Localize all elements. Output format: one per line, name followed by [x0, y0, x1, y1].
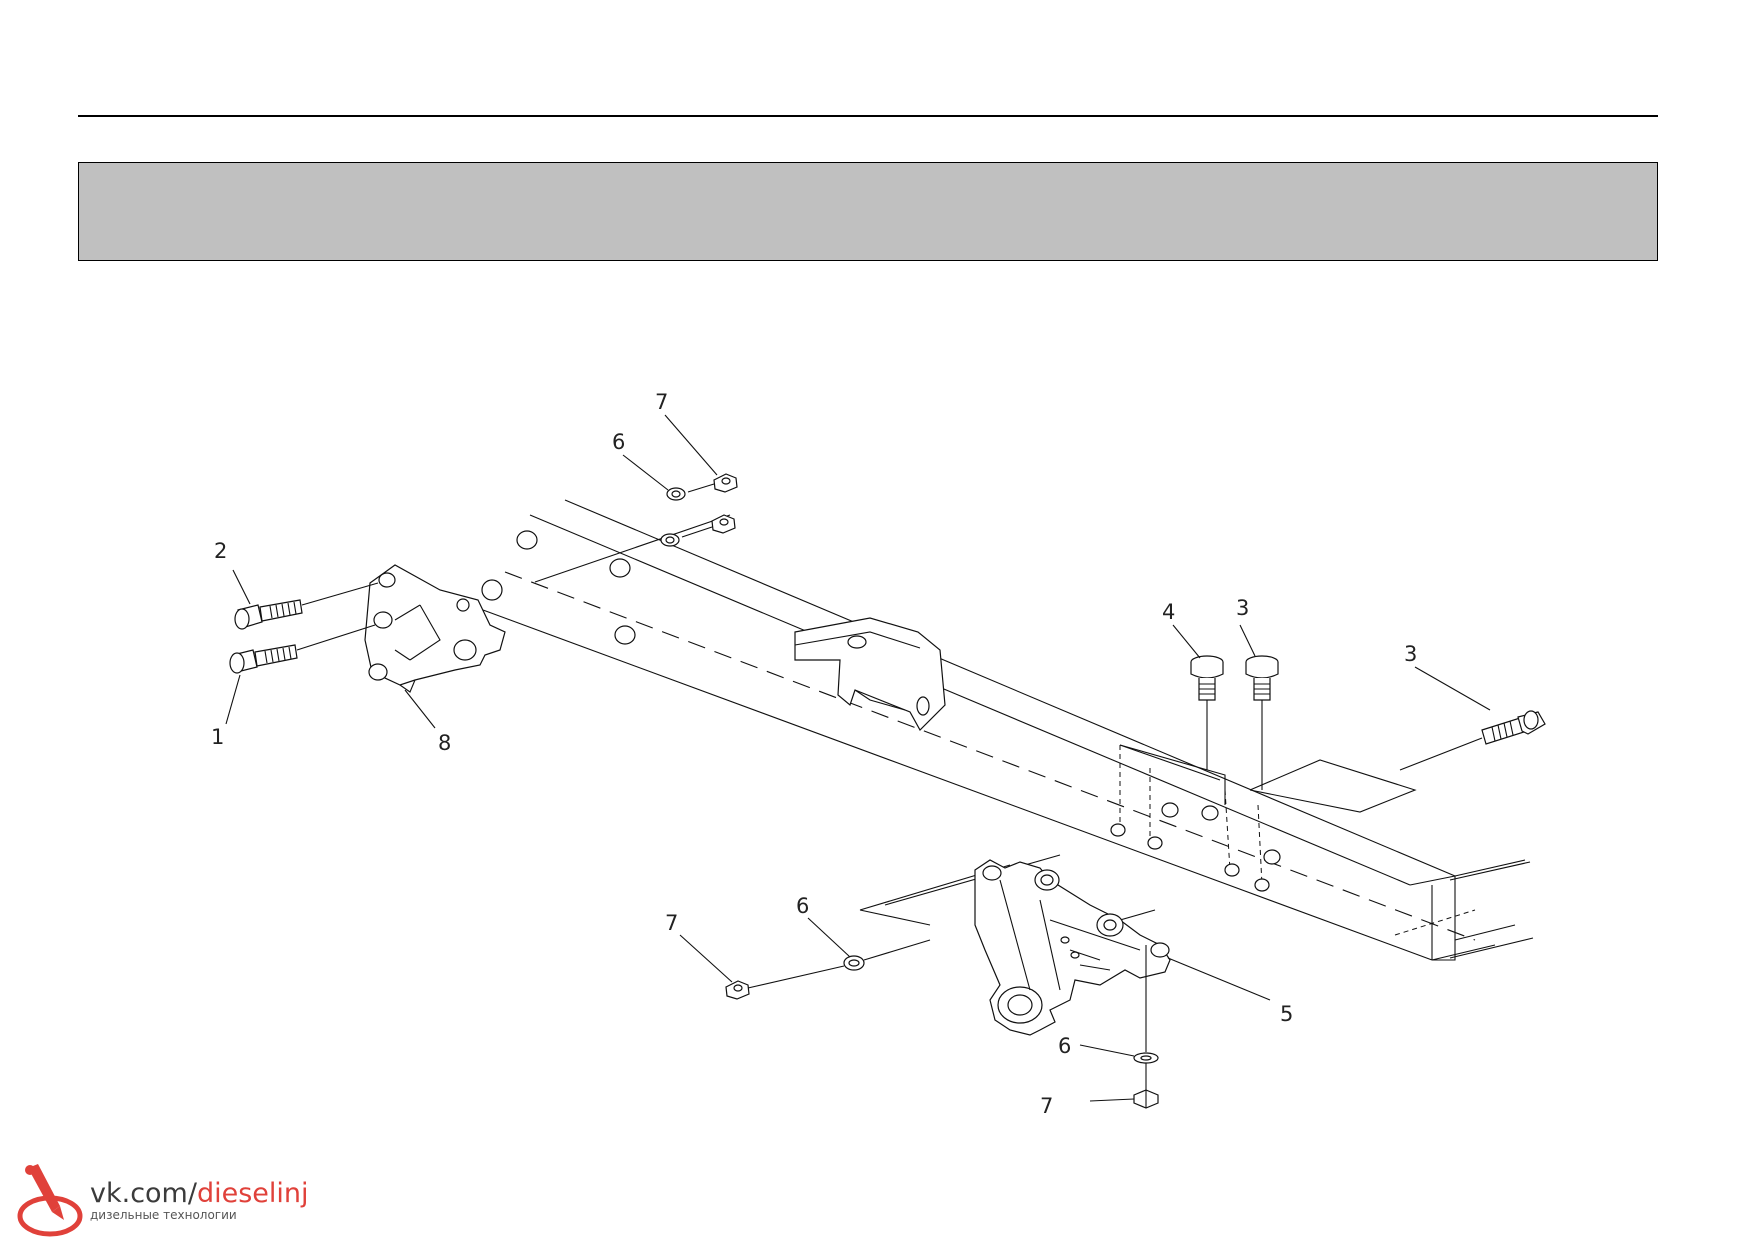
- callout-2: 2: [214, 539, 227, 563]
- bolt-4: [1190, 655, 1224, 770]
- cross-member-bracket: [794, 617, 946, 731]
- front-hanger-bracket: [364, 564, 506, 693]
- lower-bottom-nut: [1133, 1089, 1159, 1109]
- frame-rail: [481, 499, 1534, 961]
- frame-flange-plate: [859, 744, 1417, 941]
- bolt-1: [229, 624, 376, 674]
- callout-6-bottom: 6: [1058, 1034, 1071, 1058]
- callout-1: 1: [211, 725, 224, 749]
- callout-4: 4: [1162, 600, 1175, 624]
- top-rule: [78, 115, 1658, 117]
- watermark-url: vk.com/dieselinj: [90, 1180, 309, 1207]
- callout-7-bottom: 7: [1040, 1094, 1053, 1118]
- lower-left-nut: [725, 965, 845, 1000]
- callout-7-left: 7: [665, 911, 678, 935]
- top-washer: [660, 487, 686, 547]
- bolt-alignment-box: [1110, 744, 1281, 892]
- bolt-3-vertical: [1245, 655, 1279, 790]
- watermark-url-accent: dieselinj: [196, 1177, 309, 1209]
- callout-5: 5: [1280, 1002, 1293, 1026]
- bolt-3-horizontal: [1399, 710, 1546, 771]
- callout-6-left: 6: [796, 894, 809, 918]
- lower-bottom-washer: [1133, 945, 1159, 1090]
- lower-left-washer: [843, 939, 931, 971]
- watermark-subtitle: дизельные технологии: [90, 1207, 237, 1222]
- callout-8: 8: [438, 731, 451, 755]
- callout-6-top: 6: [612, 430, 625, 454]
- bolt-2: [234, 582, 379, 630]
- watermark: vk.com/dieselinj дизельные технологии: [16, 1160, 309, 1240]
- header-band: [78, 162, 1658, 261]
- leader-lines: [225, 414, 1491, 1102]
- top-nut: [681, 473, 738, 538]
- callout-7-top: 7: [655, 390, 668, 414]
- watermark-url-prefix: vk.com/: [90, 1177, 197, 1209]
- injector-logo-icon: [17, 1164, 83, 1237]
- callout-3-vertical: 3: [1236, 596, 1249, 620]
- rear-spring-bracket: [974, 859, 1171, 1036]
- callout-3-horizontal: 3: [1404, 642, 1417, 666]
